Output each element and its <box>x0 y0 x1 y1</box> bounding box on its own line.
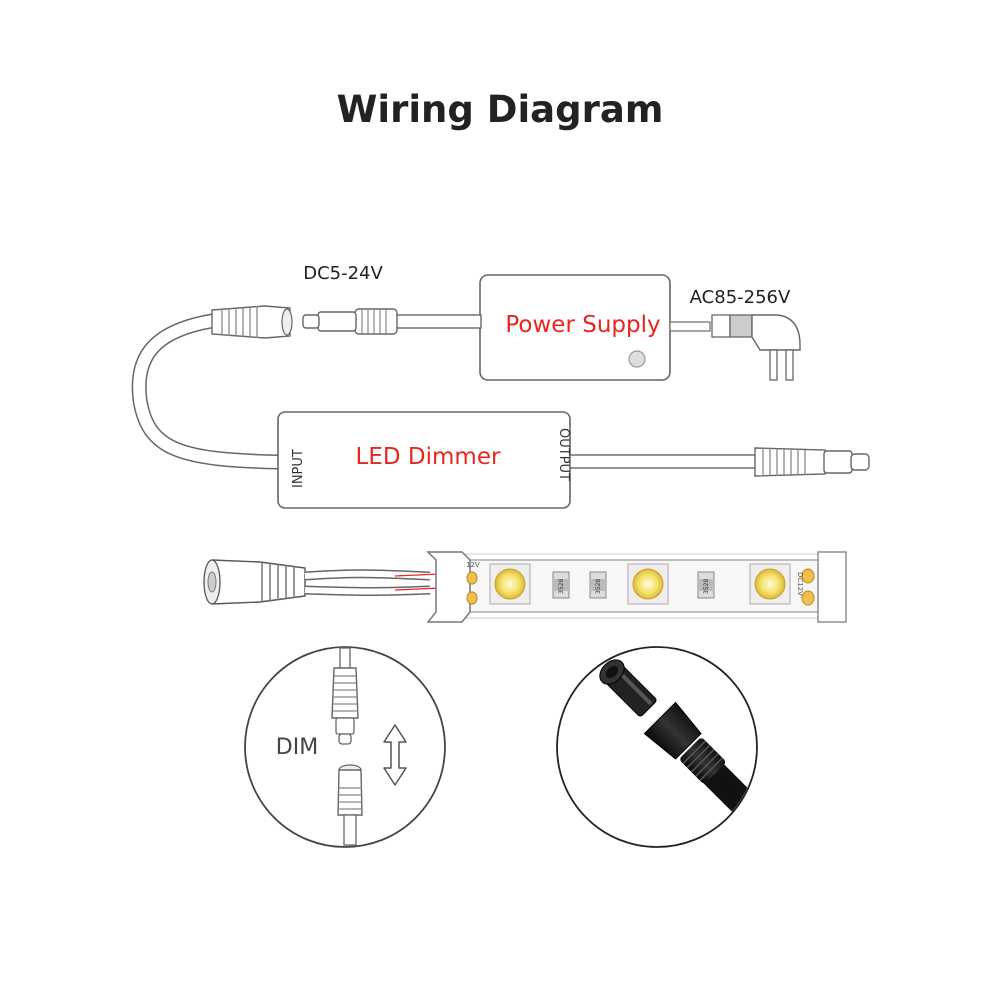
dimmer-output-cable <box>569 447 870 477</box>
dimmer-input-cable <box>131 305 293 470</box>
resistor-icon: 3528 <box>589 571 607 599</box>
female-dc-jack-icon <box>203 559 306 605</box>
indicator-led-icon <box>628 350 646 368</box>
ac-plug-icon <box>711 314 801 381</box>
ac-input: AC85-256V <box>669 287 801 381</box>
input-port-label: INPUT <box>291 449 306 488</box>
resistor-3-label: 3528 <box>703 579 710 594</box>
resistor-icon: 3528 <box>697 571 715 599</box>
resistor-1-label: 3528 <box>558 579 565 594</box>
led-dimmer-label: LED Dimmer <box>356 444 501 470</box>
female-dc-jack-icon <box>211 305 293 339</box>
male-dc-plug-icon <box>754 447 870 477</box>
dc-output-cable <box>302 308 482 335</box>
strip-end-label: DC12V <box>796 572 804 596</box>
resistor-2-label: 3528 <box>595 579 602 594</box>
resistor-icon: 3528 <box>552 571 570 599</box>
female-dc-jack-icon <box>337 764 363 846</box>
dc-voltage-label: DC5-24V <box>303 263 383 284</box>
led-chip-icon <box>749 563 791 605</box>
dc-plug-closeup-icon <box>599 659 756 844</box>
male-dc-plug-icon <box>331 647 359 745</box>
dim-label: DIM <box>276 735 318 760</box>
page-title: Wiring Diagram <box>336 88 664 131</box>
led-chip-icon <box>489 563 531 605</box>
led-strip: 12V 3528 3528 <box>203 551 847 623</box>
dim-detail-circle: DIM <box>244 646 446 848</box>
led-dimmer-unit: LED Dimmer INPUT OUTPUT <box>277 411 571 509</box>
output-port-label: OUTPUT <box>556 428 571 481</box>
led-chip-icon <box>627 563 669 605</box>
double-arrow-icon <box>383 724 407 786</box>
plug-closeup-circle <box>556 646 758 848</box>
male-dc-plug-icon <box>302 308 398 335</box>
power-supply-label: Power Supply <box>505 312 660 338</box>
ac-voltage-label: AC85-256V <box>690 287 791 308</box>
strip-voltage-label: 12V <box>466 561 480 569</box>
